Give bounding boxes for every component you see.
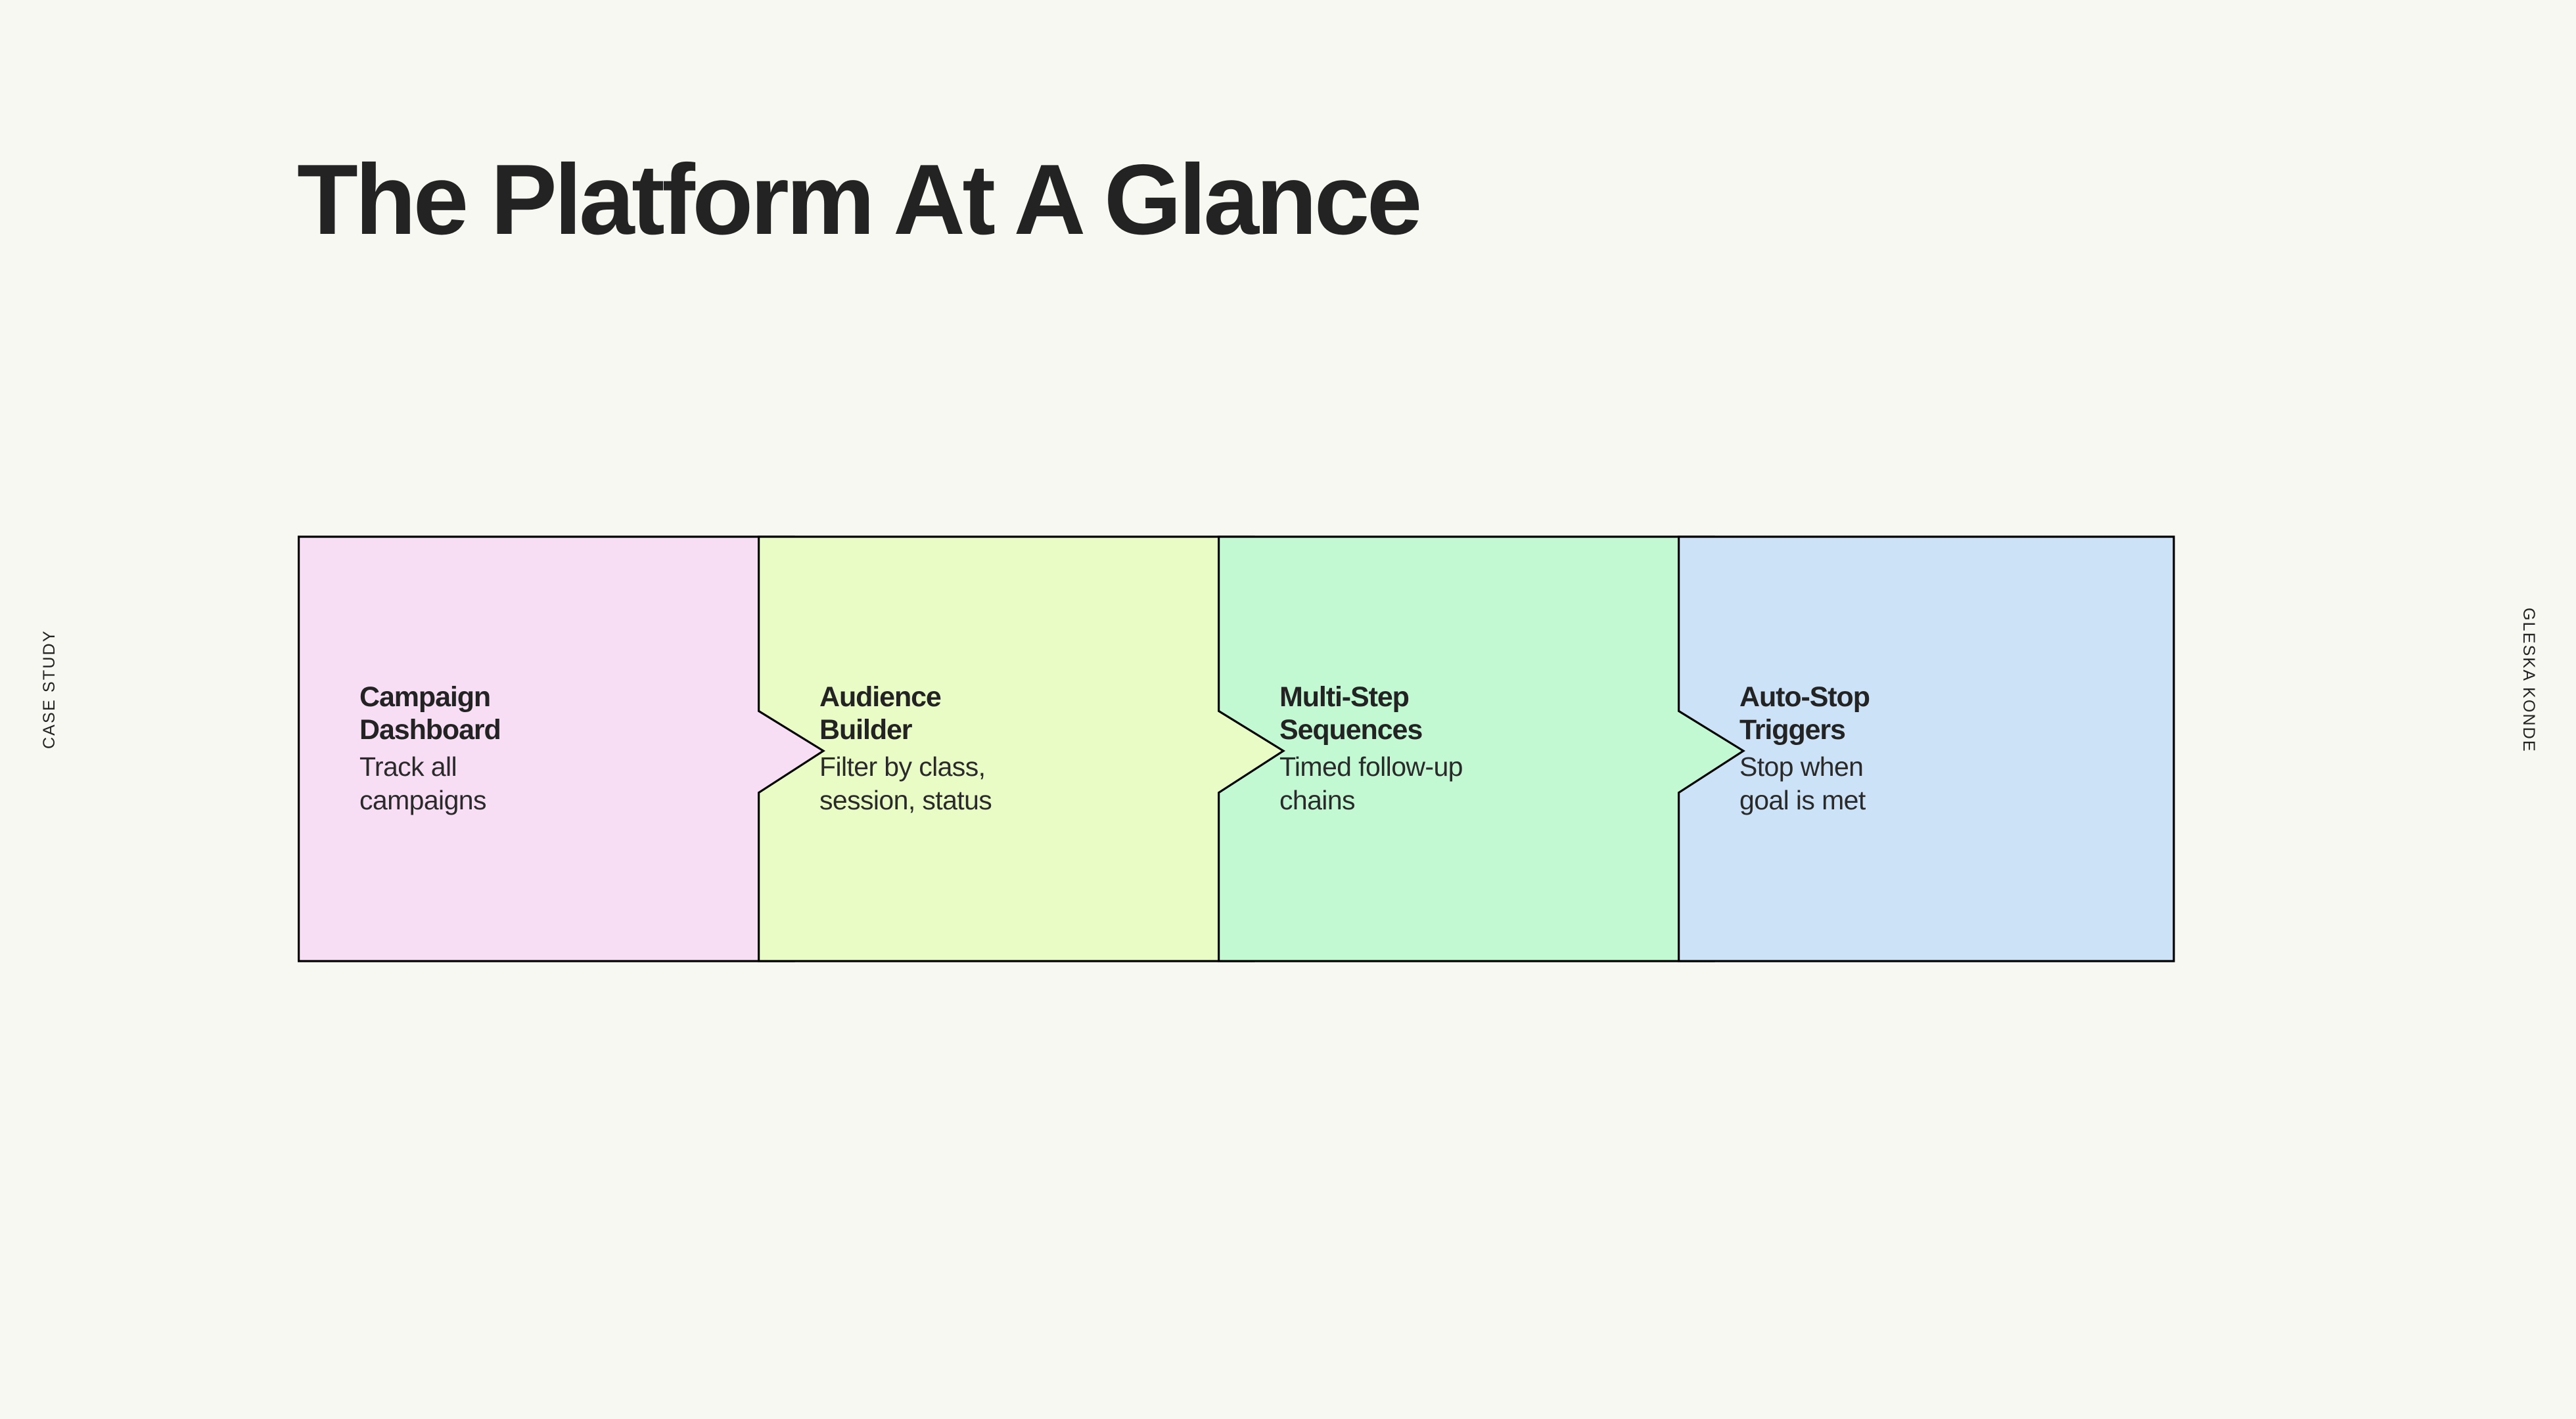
flow-step-title: Audience Builder [819, 681, 942, 746]
flow-step-description: Track all campaigns [359, 752, 486, 816]
flow-step-description: Stop when goal is met [1739, 752, 1866, 816]
page-title: The Platform At A Glance [297, 144, 1422, 256]
flow-step-title: Auto-Stop Triggers [1739, 681, 1870, 746]
flow-step-description: Filter by class, session, status [819, 752, 992, 816]
flow-step-title: Campaign Dashboard [359, 681, 501, 746]
case-study-rail-label: CASE STUDY [40, 629, 58, 749]
flow-step-shape [1678, 535, 2175, 962]
flow-step-title: Multi-Step Sequences [1279, 681, 1423, 746]
brand-rail-label: GLESKA KONDE [2519, 608, 2538, 753]
flow-step-description: Timed follow-up chains [1279, 752, 1463, 816]
flow-step-outline [1678, 535, 2175, 962]
